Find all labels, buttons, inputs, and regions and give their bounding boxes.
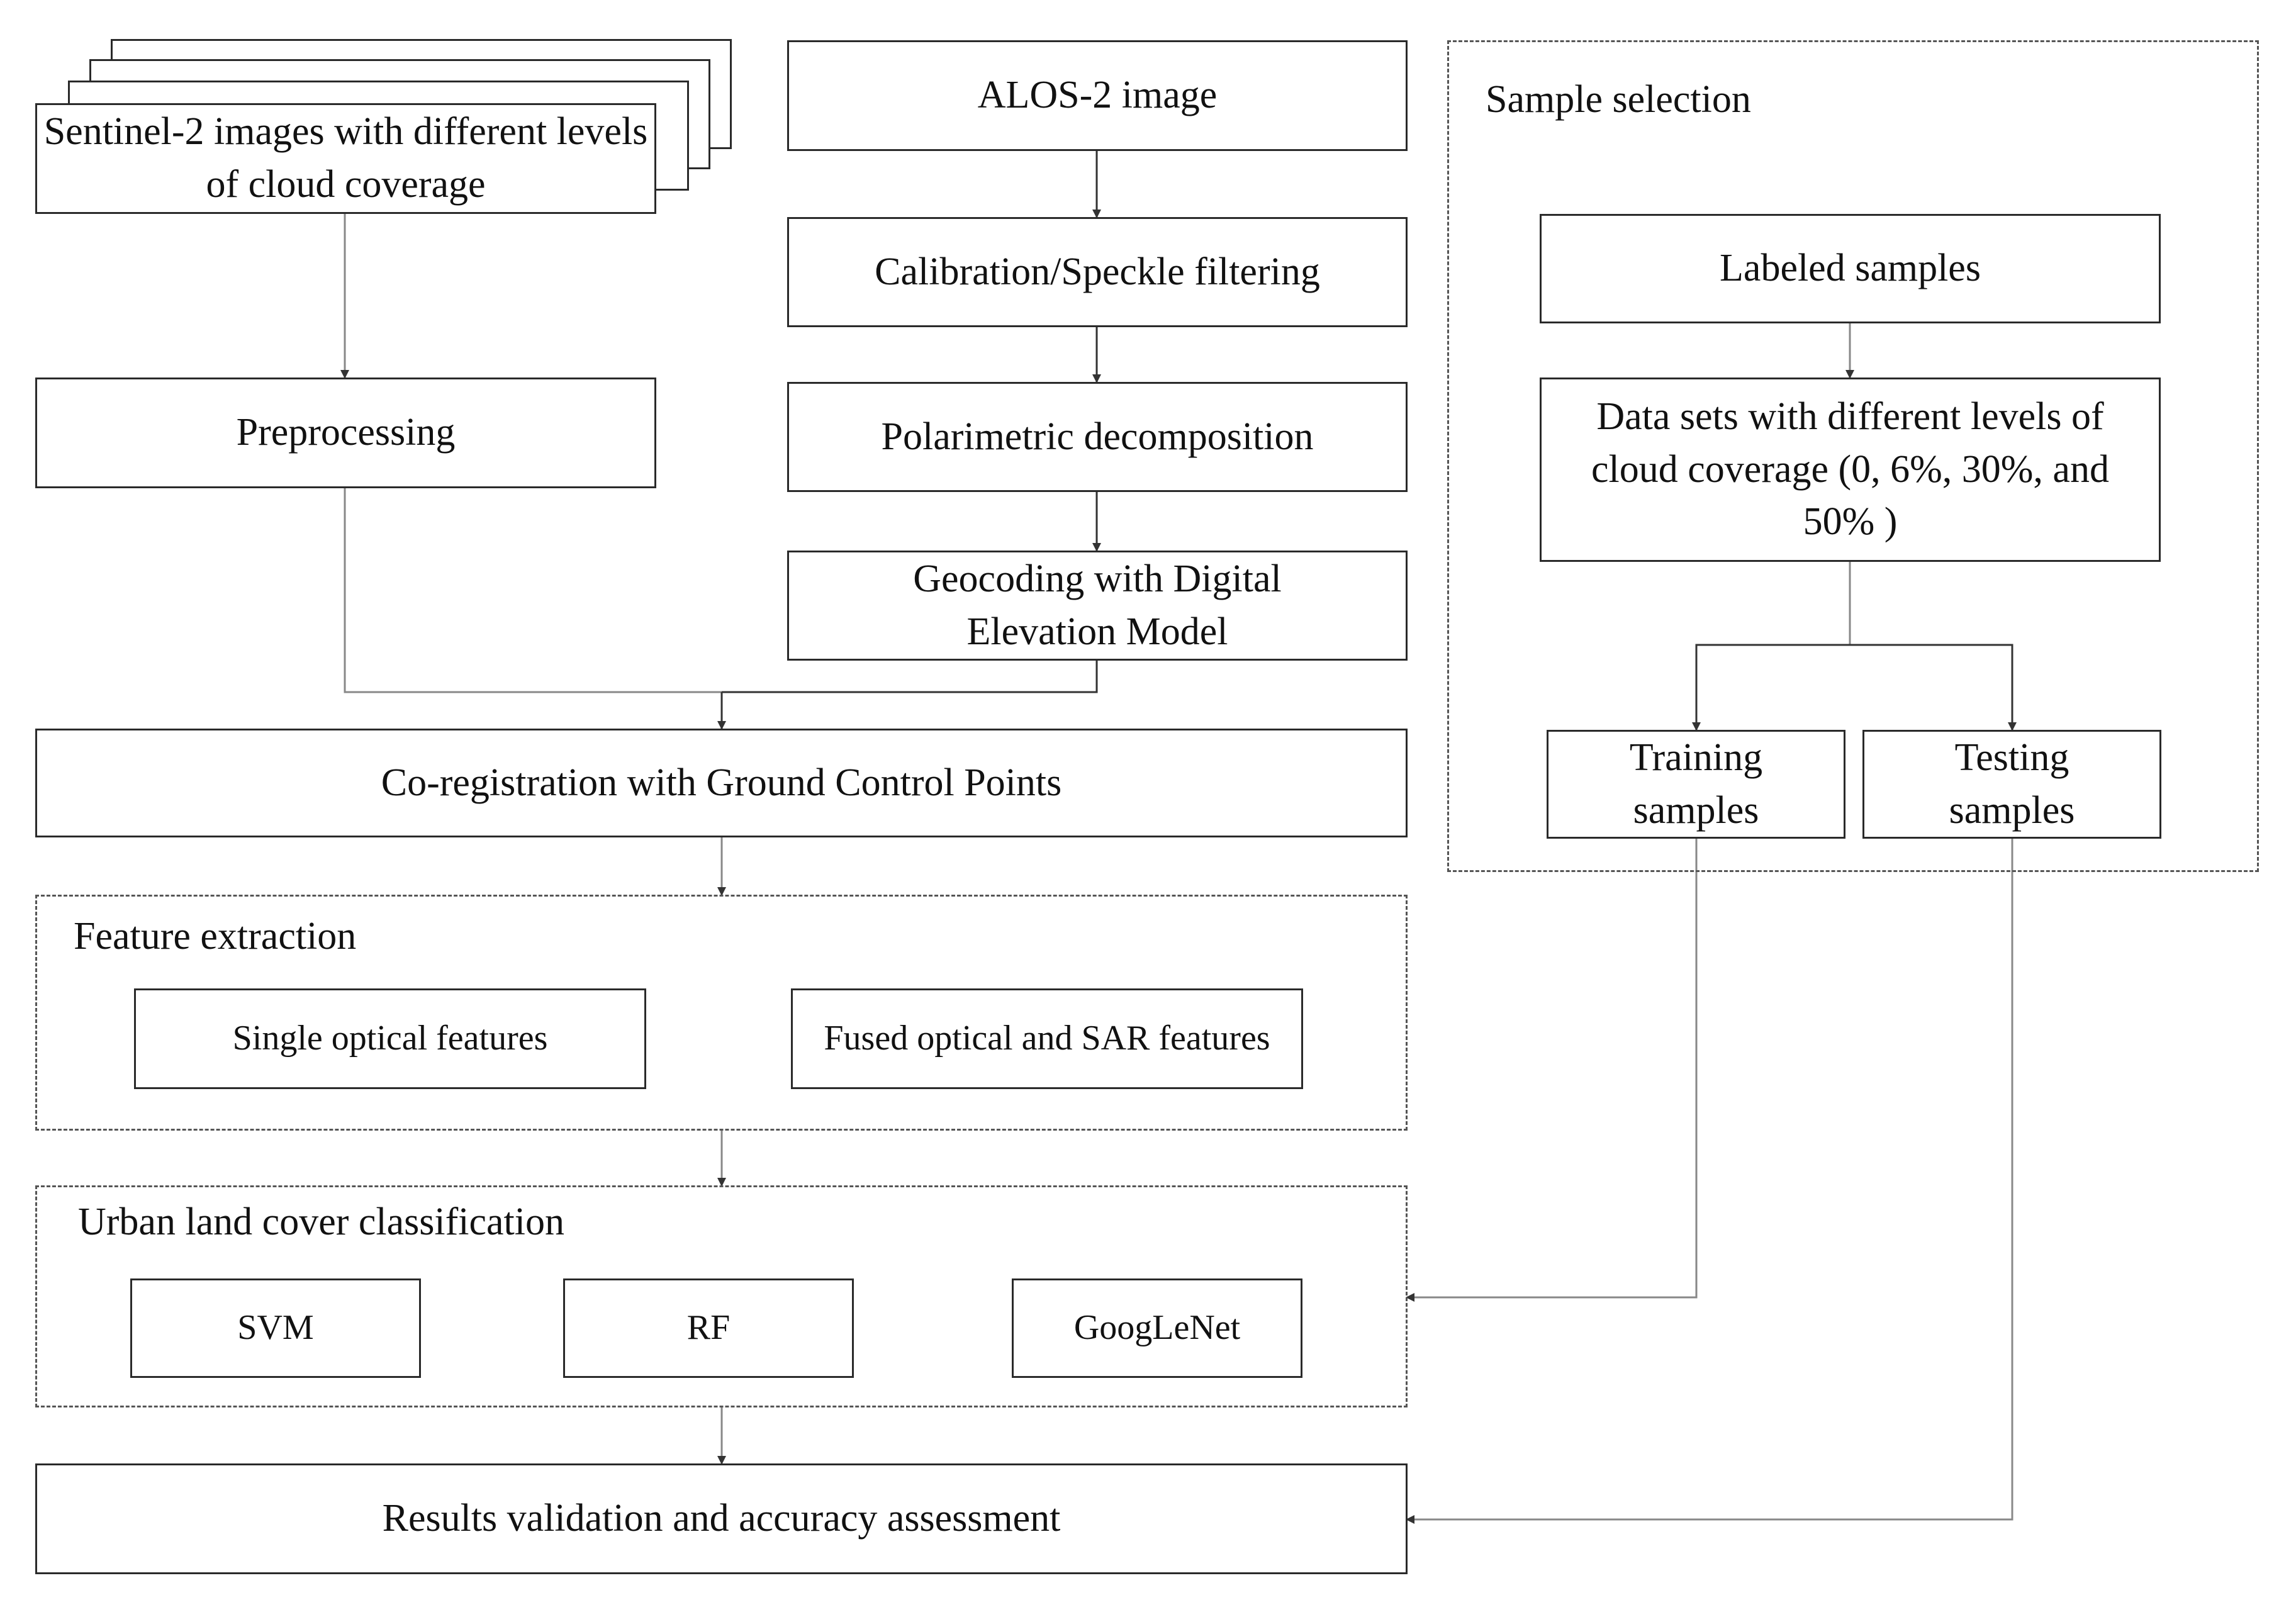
feature-extraction-title: Feature extraction bbox=[74, 915, 357, 958]
datasets-node: Data sets with different levels of cloud… bbox=[1540, 378, 2161, 562]
svm-label: SVM bbox=[237, 1308, 314, 1348]
calibration-node: Calibration/Speckle filtering bbox=[787, 217, 1408, 327]
rf-label: RF bbox=[686, 1308, 731, 1348]
coregistration-label: Co-registration with Ground Control Poin… bbox=[381, 761, 1062, 804]
edge-testing-results bbox=[1406, 839, 2013, 1524]
single-optical-label: Single optical features bbox=[232, 1019, 548, 1058]
fused-features-label: Fused optical and SAR features bbox=[824, 1019, 1270, 1058]
coregistration-node: Co-registration with Ground Control Poin… bbox=[35, 729, 1408, 837]
results-label: Results validation and accuracy assessme… bbox=[382, 1497, 1061, 1540]
polarimetric-node: Polarimetric decomposition bbox=[787, 382, 1408, 492]
results-node: Results validation and accuracy assessme… bbox=[35, 1463, 1408, 1574]
classification-title: Urban land cover classification bbox=[78, 1200, 564, 1243]
polarimetric-label: Polarimetric decomposition bbox=[881, 415, 1314, 458]
sentinel-label: Sentinel-2 images with different levels … bbox=[43, 110, 648, 206]
svm-node: SVM bbox=[130, 1278, 421, 1378]
preprocessing-label: Preprocessing bbox=[236, 411, 456, 454]
single-optical-node: Single optical features bbox=[134, 988, 646, 1089]
labeled-label: Labeled samples bbox=[1720, 247, 1981, 290]
fused-features-node: Fused optical and SAR features bbox=[791, 988, 1303, 1089]
labeled-node: Labeled samples bbox=[1540, 214, 2161, 323]
calibration-label: Calibration/Speckle filtering bbox=[875, 250, 1320, 293]
rf-node: RF bbox=[563, 1278, 854, 1378]
edge-geocoding-coregistration bbox=[722, 661, 1098, 693]
training-node: Training samples bbox=[1547, 730, 1845, 839]
sample-selection-title: Sample selection bbox=[1486, 78, 1751, 121]
edge-datasets-training bbox=[1692, 644, 1850, 731]
geocoding-node: Geocoding with Digital Elevation Model bbox=[787, 551, 1408, 661]
feature-extraction-group: Feature extraction Single optical featur… bbox=[35, 895, 1408, 1131]
edge-training-classification bbox=[1406, 839, 1698, 1302]
datasets-label: Data sets with different levels of cloud… bbox=[1591, 394, 2109, 544]
googlenet-label: GoogLeNet bbox=[1073, 1308, 1241, 1348]
sample-selection-group: Sample selection bbox=[1447, 40, 2259, 872]
alos-label: ALOS-2 image bbox=[977, 74, 1218, 117]
edge-datasets-testing bbox=[1850, 644, 2017, 731]
classification-group: Urban land cover classification SVM RF G… bbox=[35, 1185, 1408, 1407]
testing-label: Testing samples bbox=[1949, 736, 2075, 832]
training-label: Training samples bbox=[1629, 736, 1763, 832]
edge-preprocessing-coregistration bbox=[344, 488, 722, 693]
testing-node: Testing samples bbox=[1862, 730, 2161, 839]
sentinel-node: Sentinel-2 images with different levels … bbox=[35, 103, 656, 214]
alos-node: ALOS-2 image bbox=[787, 40, 1408, 151]
geocoding-label: Geocoding with Digital Elevation Model bbox=[913, 557, 1282, 653]
googlenet-node: GoogLeNet bbox=[1012, 1278, 1302, 1378]
preprocessing-node: Preprocessing bbox=[35, 378, 656, 488]
